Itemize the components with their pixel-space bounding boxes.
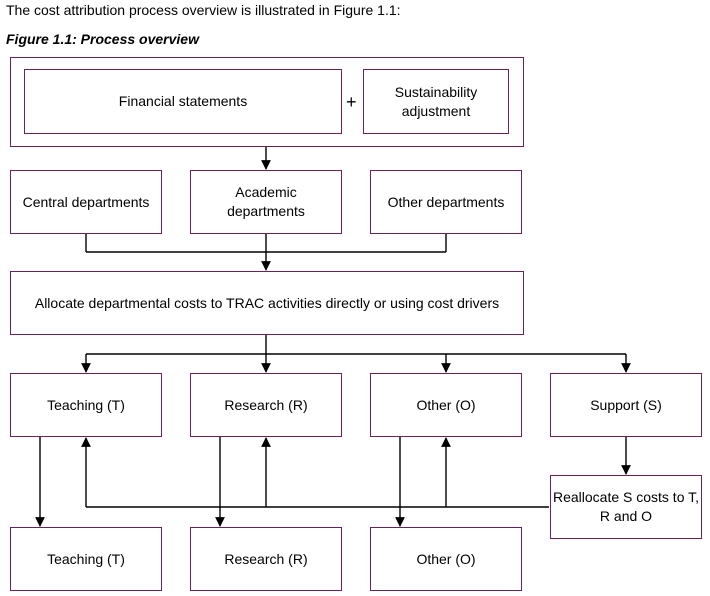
reallocate-support-box: Reallocate S costs to T, R and O [550, 475, 702, 539]
other-departments-box: Other departments [370, 170, 522, 234]
other-activity-label: Other (O) [416, 396, 476, 413]
teaching-final-label: Teaching (T) [47, 550, 125, 567]
sustainability-adjustment-label: Sustainability adjustment [394, 83, 478, 119]
allocate-costs-box: Allocate departmental costs to TRAC acti… [10, 271, 524, 335]
academic-departments-box: Academic departments [190, 170, 342, 234]
other-final-label: Other (O) [416, 550, 476, 567]
financial-statements-box: Financial statements [24, 69, 342, 134]
support-activity-label: Support (S) [590, 396, 662, 413]
research-final-box: Research (R) [190, 527, 342, 591]
teaching-activity-box: Teaching (T) [10, 373, 162, 437]
top-group-frame [10, 57, 524, 147]
teaching-activity-label: Teaching (T) [47, 396, 125, 413]
financial-statements-label: Financial statements [118, 93, 248, 109]
plus-sign: + [346, 92, 357, 112]
other-activity-box: Other (O) [370, 373, 522, 437]
teaching-final-box: Teaching (T) [10, 527, 162, 591]
research-activity-label: Research (R) [224, 396, 308, 413]
figure-caption: Figure 1.1: Process overview [6, 31, 199, 47]
reallocate-support-label: Reallocate S costs to T, R and O [552, 489, 700, 524]
research-activity-box: Research (R) [190, 373, 342, 437]
central-departments-box: Central departments [10, 170, 162, 234]
central-departments-label: Central departments [22, 193, 150, 210]
intro-text: The cost attribution process overview is… [6, 2, 401, 18]
other-departments-label: Other departments [387, 193, 505, 210]
allocate-costs-label: Allocate departmental costs to TRAC acti… [34, 294, 500, 311]
other-final-box: Other (O) [370, 527, 522, 591]
academic-departments-label: Academic departments [227, 184, 305, 219]
sustainability-adjustment-box: Sustainability adjustment [363, 69, 509, 134]
support-activity-box: Support (S) [550, 373, 702, 437]
research-final-label: Research (R) [224, 550, 308, 567]
